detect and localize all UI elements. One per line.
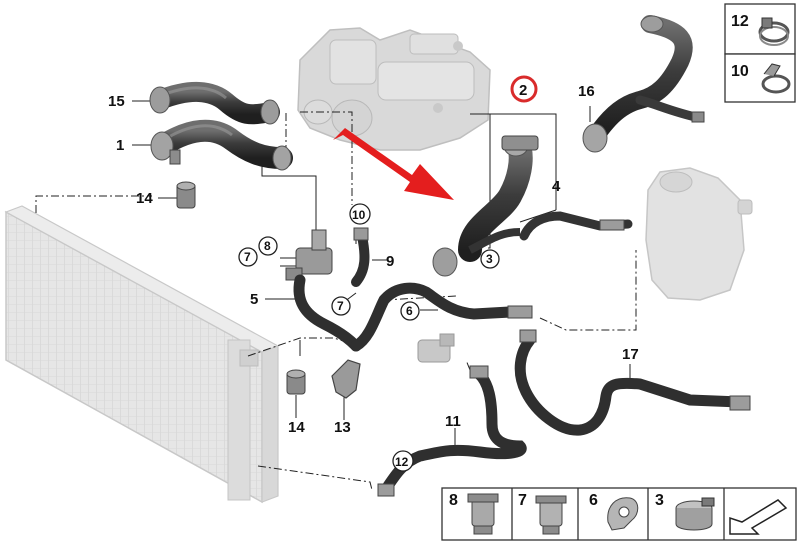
kit-item-7: 7 [518, 492, 567, 535]
connector-coupling-icon [467, 493, 499, 535]
callouts: 15 1 14 2 16 4 10 8 7 9 3 5 7 6 17 14 13… [108, 75, 639, 472]
callout-17: 17 [622, 346, 639, 363]
callout-3-circle [480, 249, 500, 269]
red-arrow-icon [333, 128, 454, 200]
callout-6: 6 [406, 304, 413, 318]
kit-number-8: 8 [449, 492, 458, 509]
connector-block [285, 229, 333, 281]
kit-number-7: 7 [518, 492, 527, 509]
callout-11: 11 [445, 413, 461, 430]
callout-16: 16 [578, 83, 595, 100]
hose-6 [350, 282, 533, 352]
mount-14-lower [286, 369, 306, 395]
callout-1: 1 [116, 137, 124, 154]
callout-7-lower: 7 [337, 299, 344, 313]
callout-13: 13 [334, 419, 351, 436]
hose-clip-icon [607, 497, 639, 531]
callout-7b-circle [331, 296, 351, 316]
hose-2 [432, 135, 539, 277]
kit-item-3: 3 [655, 492, 715, 531]
callout-14-lower: 14 [288, 419, 305, 436]
hose-clamp-icon [758, 17, 790, 46]
hose-1 [150, 119, 293, 171]
callout-8: 8 [264, 239, 271, 253]
bracket-13 [331, 359, 361, 399]
hose-5 [293, 274, 362, 352]
kit-number-10: 10 [731, 63, 749, 80]
mount-14-upper [176, 181, 196, 209]
hose-11 [377, 365, 527, 497]
corner-arrow-icon [729, 499, 788, 535]
expansion-tank [645, 167, 753, 301]
callout-12-circle [392, 450, 414, 472]
band-clamp-icon [675, 497, 715, 531]
kit-item-6: 6 [589, 492, 639, 531]
kit-number-6: 6 [589, 492, 598, 509]
kit-item-8: 8 [449, 492, 499, 535]
kit-item-12: 12 [731, 13, 790, 46]
callout-7-upper: 7 [244, 250, 251, 264]
callout-8-circle [258, 236, 278, 256]
callout-10-circle [349, 203, 371, 225]
hose-15 [149, 81, 280, 125]
radiator [4, 205, 280, 504]
kit-panel-top: 12 10 [724, 3, 796, 103]
kit-item-10: 10 [731, 63, 791, 94]
spring-clip-icon [761, 63, 791, 94]
callout-7a-circle [238, 247, 258, 267]
callout-15: 15 [108, 93, 125, 110]
callout-14-upper: 14 [136, 190, 153, 207]
kit-panel-bottom: 8 7 6 3 [441, 487, 797, 541]
callout-9: 9 [386, 253, 394, 270]
callout-2: 2 [519, 82, 527, 99]
callout-3: 3 [486, 252, 493, 266]
hose-4 [519, 211, 633, 241]
callout-10: 10 [352, 208, 366, 222]
callout-4: 4 [552, 178, 561, 195]
hose-16 [582, 15, 705, 153]
highlight-circle [510, 75, 538, 103]
callout-5: 5 [250, 291, 258, 308]
kit-number-3: 3 [655, 492, 664, 509]
engine-block [297, 27, 491, 151]
callout-12: 12 [395, 455, 409, 469]
callout-6-circle [400, 301, 420, 321]
kit-number-12: 12 [731, 13, 749, 30]
electric-valve [417, 333, 455, 363]
connector-coupling-icon [535, 495, 567, 535]
hose-9 [351, 227, 370, 287]
hose-17 [514, 329, 751, 436]
